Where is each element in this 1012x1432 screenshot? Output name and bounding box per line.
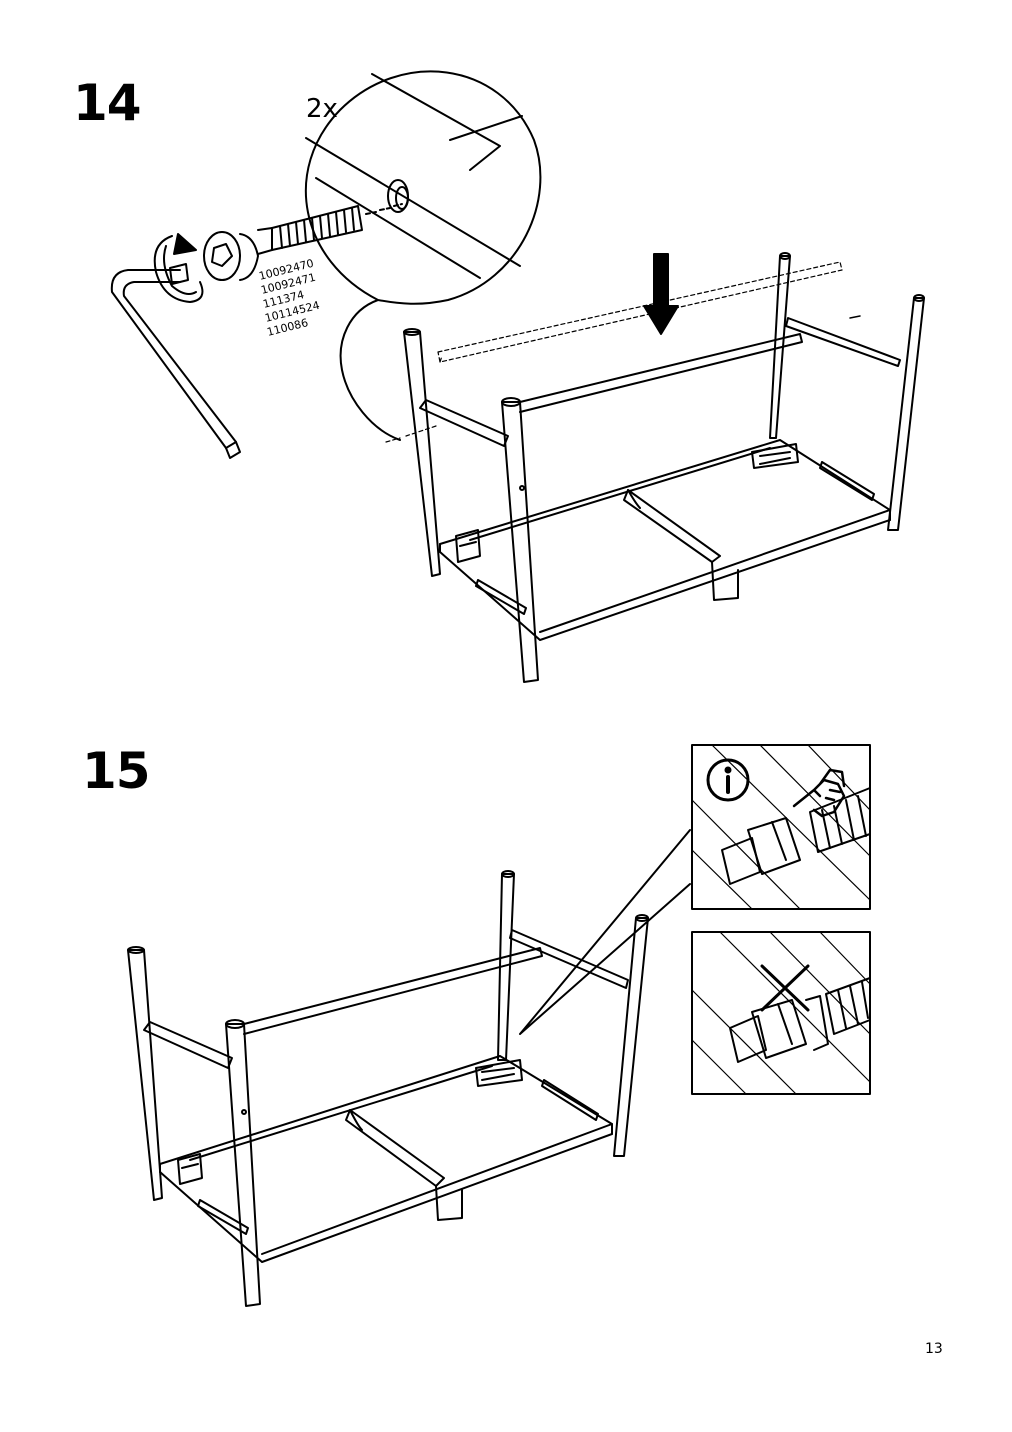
step-15-number: 15 — [82, 742, 151, 800]
dashed-panel — [437, 261, 843, 363]
down-arrow-icon — [643, 253, 679, 335]
page-number: 13 — [925, 1341, 943, 1357]
step-14-number: 14 — [73, 74, 142, 132]
cross-mark-icon — [760, 964, 810, 1012]
info-icon — [706, 758, 750, 802]
detail-incorrect-box — [691, 931, 871, 1095]
pointing-hand-icon — [792, 768, 846, 818]
detail-circle — [304, 70, 542, 441]
rotate-clockwise-icon — [153, 233, 204, 303]
step-14-bench-frame — [385, 252, 925, 683]
step-15-bench-frame — [127, 870, 649, 1307]
detail-correct-box — [691, 744, 871, 910]
part-numbers: 10092470 10092471 111374 10114524 110086 — [258, 257, 321, 339]
allen-key-icon — [110, 263, 241, 459]
